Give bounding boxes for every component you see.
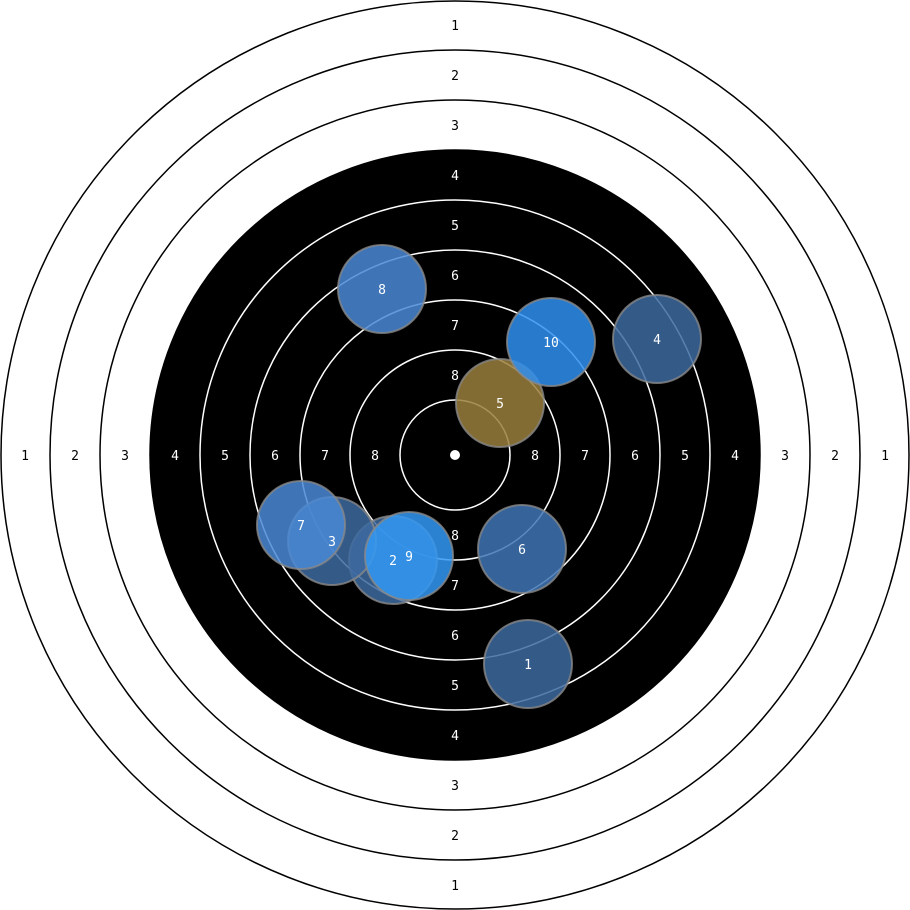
ring-label-4: 4 bbox=[731, 449, 739, 464]
ring-label-7: 7 bbox=[581, 449, 589, 464]
ring-label-7: 7 bbox=[451, 579, 459, 594]
ring-label-6: 6 bbox=[451, 629, 459, 644]
ring-label-1: 1 bbox=[881, 449, 889, 464]
ring-7 bbox=[299, 299, 611, 611]
ring-label-5: 5 bbox=[681, 449, 689, 464]
ring-label-6: 6 bbox=[271, 449, 279, 464]
shot-numbers: 1 2 3 4 5 6 7 8 9 10 bbox=[297, 283, 661, 673]
shot-number: 1 bbox=[524, 658, 532, 673]
shot-number: 6 bbox=[518, 543, 526, 558]
ring-6 bbox=[249, 249, 661, 661]
ring-3 bbox=[99, 99, 811, 811]
ring-label-4: 4 bbox=[451, 169, 459, 184]
ring-label-6: 6 bbox=[631, 449, 639, 464]
shots bbox=[256, 244, 702, 709]
ring-label-1: 1 bbox=[21, 449, 29, 464]
ring-label-2: 2 bbox=[71, 449, 79, 464]
ring-label-1: 1 bbox=[451, 879, 459, 894]
shot-number: 10 bbox=[543, 336, 559, 351]
shot-number: 3 bbox=[328, 535, 336, 550]
shot-number: 9 bbox=[405, 550, 413, 565]
ring-label-7: 7 bbox=[451, 319, 459, 334]
ring-5 bbox=[199, 199, 711, 711]
shot-1[interactable] bbox=[483, 619, 573, 709]
ring-label-8: 8 bbox=[451, 529, 459, 544]
shot-number: 5 bbox=[496, 397, 504, 412]
ring-label-8: 8 bbox=[371, 449, 379, 464]
ring-label-4: 4 bbox=[451, 729, 459, 744]
ring-label-4: 4 bbox=[171, 449, 179, 464]
ring-label-2: 2 bbox=[831, 449, 839, 464]
center-dot bbox=[450, 450, 460, 460]
shot-number: 8 bbox=[378, 283, 386, 298]
ring-label-3: 3 bbox=[781, 449, 789, 464]
ring-label-2: 2 bbox=[451, 69, 459, 84]
ring-labels: 1 1 1 1 2 2 2 2 3 3 3 3 4 4 4 4 5 5 5 5 6 6 6 6 7 7 7 7 8 8 8 8 bbox=[21, 19, 889, 894]
shot-7[interactable] bbox=[256, 480, 346, 570]
ring-label-6: 6 bbox=[451, 269, 459, 284]
shot-5[interactable] bbox=[455, 358, 545, 448]
shot-10[interactable] bbox=[506, 297, 596, 387]
ring-label-7: 7 bbox=[321, 449, 329, 464]
ring-4 bbox=[149, 149, 761, 761]
shot-6[interactable] bbox=[477, 504, 567, 594]
shot-number: 4 bbox=[653, 333, 661, 348]
ring-label-8: 8 bbox=[531, 449, 539, 464]
ring-label-5: 5 bbox=[221, 449, 229, 464]
ring-8 bbox=[349, 349, 561, 561]
ring-label-1: 1 bbox=[451, 19, 459, 34]
shot-4[interactable] bbox=[612, 294, 702, 384]
ring-label-5: 5 bbox=[451, 219, 459, 234]
shot-9[interactable] bbox=[364, 511, 454, 601]
ring-9 bbox=[399, 399, 511, 511]
shot-8[interactable] bbox=[337, 244, 427, 334]
shot-number: 7 bbox=[297, 519, 305, 534]
ring-2 bbox=[49, 49, 861, 861]
ring-label-3: 3 bbox=[451, 779, 459, 794]
ring-label-8: 8 bbox=[451, 369, 459, 384]
ring-label-2: 2 bbox=[451, 829, 459, 844]
shot-number: 2 bbox=[389, 554, 397, 569]
ring-label-3: 3 bbox=[451, 119, 459, 134]
ring-label-5: 5 bbox=[451, 679, 459, 694]
ring-label-3: 3 bbox=[121, 449, 129, 464]
